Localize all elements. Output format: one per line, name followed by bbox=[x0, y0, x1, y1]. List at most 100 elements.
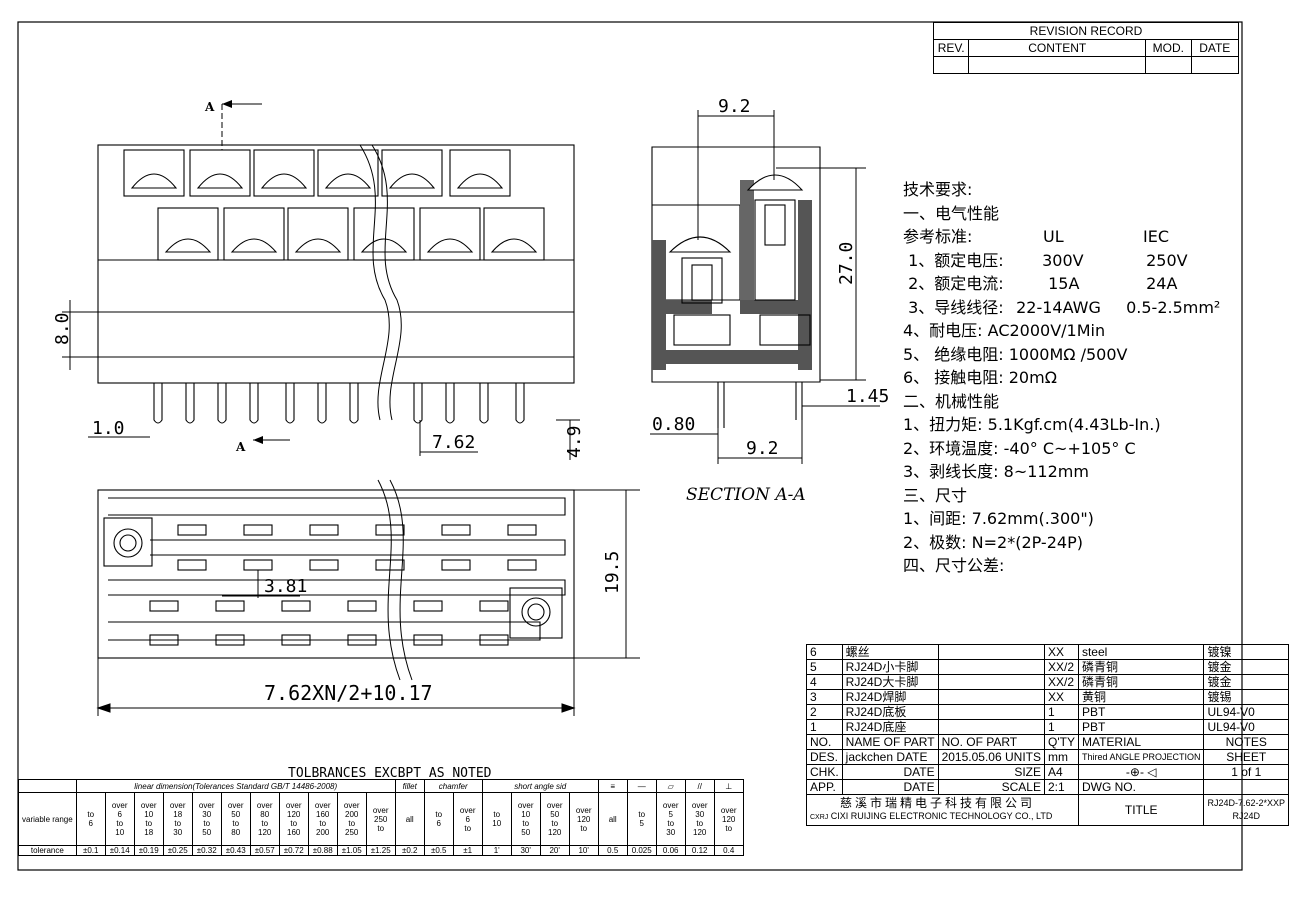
tol-value: 1' bbox=[481, 845, 512, 856]
bom-name: RJ24D底座 bbox=[841, 719, 939, 735]
screw-head bbox=[294, 238, 342, 253]
svg-text:3.81: 3.81 bbox=[264, 576, 307, 597]
tb-chk-label: CHK. bbox=[806, 764, 843, 780]
req-reference: 参考标准: bbox=[903, 227, 973, 246]
projection-symbol: -⊕- ◁ bbox=[1077, 764, 1205, 780]
section-title: SECTION A-A bbox=[686, 485, 806, 505]
tb-date-row: 2015.05.06 UNITS bbox=[937, 749, 1045, 765]
revision-table: REVISION RECORD REV. CONTENT MOD. DATE bbox=[932, 22, 1240, 74]
tol-chamfer-header: chamfer bbox=[423, 779, 483, 793]
screw-head bbox=[456, 173, 504, 189]
perpendicular-symbol: ⊥ bbox=[713, 779, 744, 793]
req-r3-label: 3、导线线径: bbox=[908, 297, 1004, 317]
bom-material: PBT bbox=[1077, 719, 1205, 735]
req-row-6: 6、 接触电阻: 20mΩ bbox=[903, 368, 1057, 387]
tb-projection: Thired ANGLE PROJECTION bbox=[1077, 749, 1205, 765]
tb-date-label: DATE bbox=[896, 750, 928, 764]
tol-value: 0.4 bbox=[713, 845, 744, 856]
pin bbox=[445, 383, 455, 424]
bom-header-notes: NOTES bbox=[1203, 734, 1289, 750]
req-heading: 技术要求: bbox=[903, 180, 973, 199]
tb-units: mm bbox=[1043, 749, 1079, 765]
bottom-view bbox=[97, 479, 575, 681]
bom-notes: 镀锡 bbox=[1203, 689, 1289, 705]
drawing-sheet: A A 8.0 1.0 7.62 4.9 bbox=[17, 21, 1243, 871]
req-r1-ul: 300V bbox=[1042, 250, 1084, 270]
svg-text:1.0: 1.0 bbox=[92, 418, 125, 439]
tol-value: ±0.32 bbox=[191, 845, 222, 856]
bom-notes: 镀金 bbox=[1203, 659, 1289, 675]
tb-designer-row: jackchen DATE bbox=[841, 749, 939, 765]
dim-8-label: 8.0 bbox=[52, 312, 73, 345]
tol-range: all bbox=[394, 792, 425, 846]
bom-no-of bbox=[937, 719, 1045, 735]
slot bbox=[177, 524, 207, 536]
req-s2: 2、极数: N=2*(2P-24P) bbox=[903, 532, 1083, 552]
section-view bbox=[651, 146, 821, 428]
bom-material: 磷青铜 bbox=[1077, 674, 1205, 690]
req-r3-iec: 0.5-2.5mm² bbox=[1126, 297, 1221, 317]
slot bbox=[243, 559, 273, 571]
clamp-window bbox=[419, 207, 481, 261]
tol-value: ±0.25 bbox=[162, 845, 193, 856]
bom-no: 2 bbox=[806, 704, 843, 720]
clamp-window bbox=[189, 149, 251, 197]
bom-no: 6 bbox=[806, 644, 843, 660]
clamp-window bbox=[157, 207, 219, 261]
tb-designer: jackchen bbox=[845, 750, 894, 764]
dim-side-pin-width: 0.80 bbox=[650, 414, 718, 435]
screw-head bbox=[324, 173, 372, 189]
bom-no-of bbox=[937, 644, 1045, 660]
tb-units-label: UNITS bbox=[1004, 750, 1041, 764]
bom-header-qty: Q'TY bbox=[1043, 734, 1079, 750]
req-tolerance: 四、尺寸公差: bbox=[903, 556, 1005, 575]
slot bbox=[507, 559, 537, 571]
tol-value: 0.5 bbox=[597, 845, 628, 856]
tb-chk-date-label: DATE bbox=[841, 764, 939, 780]
svg-text:1.45: 1.45 bbox=[846, 386, 889, 407]
rev-header-rev: REV. bbox=[932, 39, 970, 57]
company-en: CIXI RUIJING ELECTRONIC TECHNOLOGY CO., … bbox=[830, 810, 1053, 821]
section-marker-top: A bbox=[204, 100, 262, 150]
slot bbox=[441, 559, 471, 571]
tb-title-label: TITLE bbox=[1077, 794, 1205, 826]
clamp-window bbox=[223, 207, 285, 261]
clamp-window bbox=[317, 149, 379, 197]
section-marker-bottom: A bbox=[235, 436, 290, 454]
bom-name: RJ24D焊脚 bbox=[841, 689, 939, 705]
screw-head bbox=[388, 173, 436, 189]
parallel-symbol: // bbox=[684, 779, 715, 793]
bom-no: 4 bbox=[806, 674, 843, 690]
pin bbox=[153, 383, 163, 424]
tol-value: ±0.57 bbox=[249, 845, 280, 856]
tb-sheet: 1 of 1 bbox=[1203, 764, 1289, 780]
rev-cell bbox=[968, 56, 1147, 74]
slot bbox=[215, 600, 245, 612]
pin bbox=[515, 383, 525, 424]
bom-material: steel bbox=[1077, 644, 1205, 660]
req-mechanical: 二、机械性能 bbox=[903, 391, 1000, 411]
bom-header-no-of: NO. OF PART bbox=[937, 734, 1045, 750]
clamp-window bbox=[483, 207, 545, 261]
tb-date: 2015.05.06 bbox=[941, 750, 1002, 764]
req-m3: 3、剥线长度: 8~112mm bbox=[903, 462, 1089, 481]
screw-head bbox=[490, 238, 538, 253]
svg-text:9.2: 9.2 bbox=[718, 96, 751, 117]
req-s1: 1、间距: 7.62mm(.300") bbox=[903, 509, 1094, 528]
slot bbox=[149, 634, 179, 646]
slot bbox=[507, 524, 537, 536]
tol-value: 20' bbox=[539, 845, 570, 856]
bom-header-name: NAME OF PART bbox=[841, 734, 939, 750]
